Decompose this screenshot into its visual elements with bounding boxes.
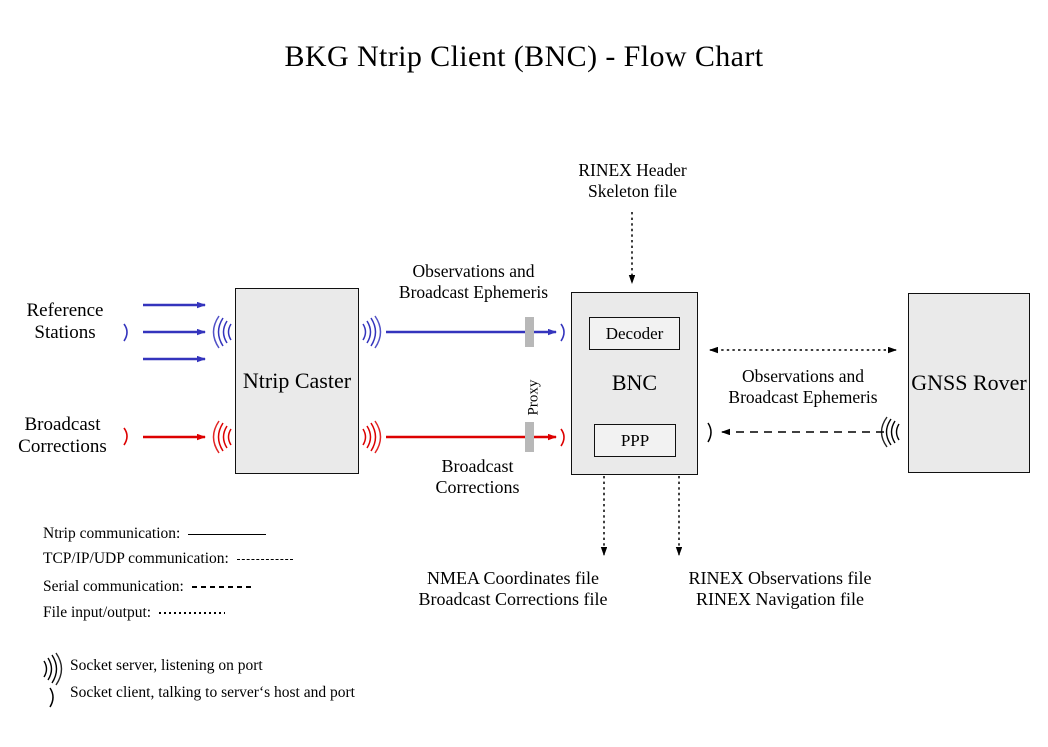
socket-client-icon: [560, 428, 565, 447]
label-rinex-outputs: RINEX Observations file RINEX Navigation…: [688, 568, 872, 610]
legend-row-tcpip: TCP/IP/UDP communication:: [43, 550, 293, 568]
node-bnc-label: BNC: [611, 370, 658, 396]
socket-server-icon: [362, 420, 382, 454]
legend-label-tcpip: TCP/IP/UDP communication:: [43, 550, 229, 567]
legend-label-fileio: File input/output:: [43, 604, 152, 621]
legend-label-ntrip: Ntrip communication:: [43, 525, 181, 542]
legend-row-ntrip: Ntrip communication:: [43, 525, 267, 543]
node-ntrip-caster-label: Ntrip Caster: [242, 367, 352, 393]
label-broadcast-corrections-source: Broadcast Corrections: [18, 414, 107, 458]
node-decoder-label: Decoder: [605, 323, 664, 343]
proxy-bar-top: [525, 317, 534, 347]
node-gnss-rover[interactable]: GNSS Rover: [908, 293, 1030, 473]
legend-row-socket-server: Socket server, listening on port: [62, 657, 263, 675]
label-rinex-header-skeleton: RINEX Header Skeleton file: [578, 160, 687, 201]
socket-client-icon: [560, 323, 565, 342]
legend-line-solid: [188, 533, 267, 535]
legend-line-dashed-medium: [191, 586, 252, 588]
node-decoder[interactable]: Decoder: [589, 317, 680, 350]
legend-label-serial: Serial communication:: [43, 578, 184, 595]
legend-row-fileio: File input/output:: [43, 604, 226, 622]
label-broadcast-corrections-mid: Broadcast Corrections: [435, 456, 520, 498]
legend-row-serial: Serial communication:: [43, 578, 252, 596]
label-observations-ephemeris-left: Observations and Broadcast Ephemeris: [398, 261, 549, 302]
page-title: BKG Ntrip Client (BNC) - Flow Chart: [284, 40, 764, 73]
legend-line-dashed-long: [236, 558, 293, 560]
socket-server-icon: [43, 652, 63, 686]
socket-client-icon: [707, 422, 712, 443]
node-gnss-rover-label: GNSS Rover: [911, 369, 1027, 395]
proxy-bar-bottom: [525, 422, 534, 452]
legend-line-dotted-fine: [159, 612, 226, 614]
label-observations-ephemeris-right: Observations and Broadcast Ephemeris: [728, 366, 878, 407]
edge-reference-stations-to-caster: [143, 301, 206, 363]
node-ppp-label: PPP: [620, 430, 650, 450]
label-reference-stations: Reference Stations: [26, 300, 104, 344]
socket-client-icon: [49, 687, 54, 708]
socket-server-icon: [880, 416, 900, 448]
legend-row-socket-client: Socket client, talking to server‘s host …: [62, 684, 355, 702]
label-nmea-outputs: NMEA Coordinates file Broadcast Correcti…: [418, 568, 608, 610]
node-ntrip-caster[interactable]: Ntrip Caster: [235, 288, 359, 474]
node-ppp[interactable]: PPP: [594, 424, 676, 457]
socket-server-icon: [212, 420, 232, 454]
legend-label-socket-client: Socket client, talking to server‘s host …: [70, 684, 355, 701]
socket-server-icon: [362, 315, 382, 349]
legend-label-socket-server: Socket server, listening on port: [70, 657, 263, 674]
socket-server-icon: [212, 315, 232, 349]
label-proxy: Proxy: [525, 379, 542, 416]
